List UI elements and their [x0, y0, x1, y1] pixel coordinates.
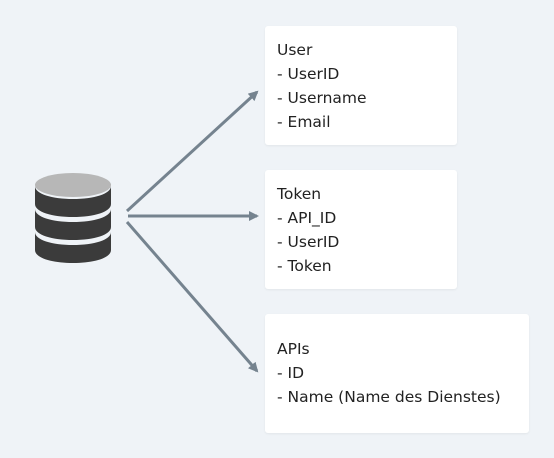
- connector-to-apis: [125, 221, 259, 373]
- entity-card-user: User - UserID - Username - Email: [265, 26, 457, 145]
- entity-field: - Name (Name des Dienstes): [277, 388, 501, 406]
- entity-card-apis: APIs - ID - Name (Name des Dienstes): [265, 314, 529, 433]
- entity-title: APIs: [277, 340, 310, 358]
- entity-field: - ID: [277, 364, 305, 382]
- entity-field: - API_ID: [277, 209, 337, 227]
- entity-field: - Token: [277, 257, 332, 275]
- entity-field: - Email: [277, 113, 331, 131]
- entity-title: Token: [277, 185, 322, 203]
- database-icon: [35, 173, 111, 263]
- entity-title: User: [277, 41, 313, 59]
- entity-card-token: Token - API_ID - UserID - Token: [265, 170, 457, 289]
- entity-field: - UserID: [277, 233, 340, 251]
- connector-to-user: [125, 90, 259, 213]
- entity-field: - UserID: [277, 65, 340, 83]
- entity-field: - Username: [277, 89, 367, 107]
